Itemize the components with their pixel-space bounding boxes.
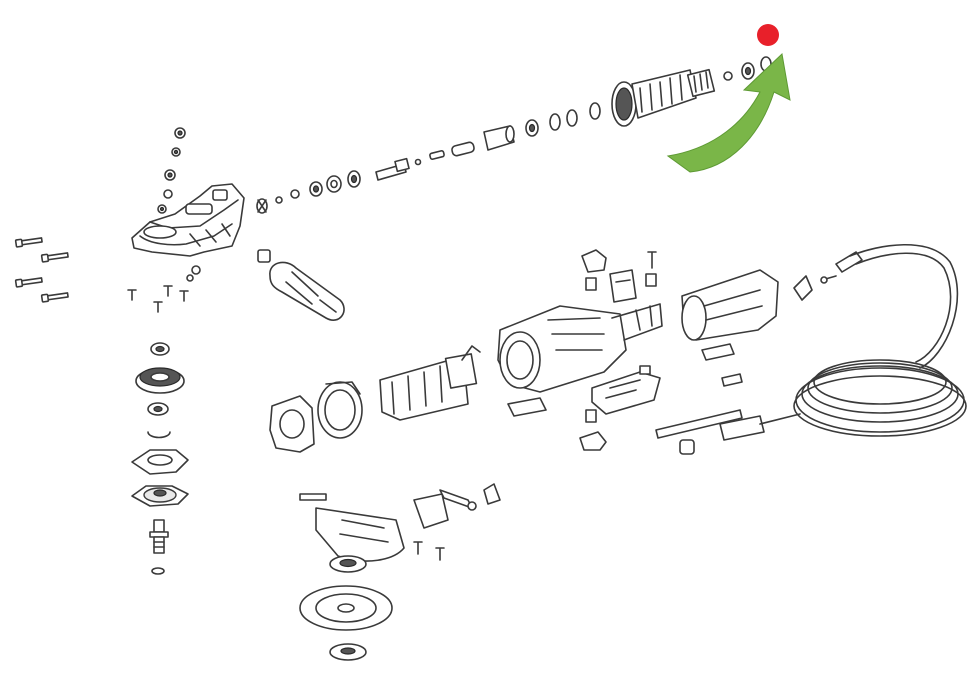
cord-sleeve [655, 373, 801, 455]
guard-clamp-parts [413, 483, 501, 561]
inner-flange [329, 555, 367, 573]
shaft-row-parts [256, 102, 601, 214]
red-dot-marker-icon [757, 24, 779, 46]
motor-housing [497, 303, 663, 393]
wheel-guard [299, 493, 405, 562]
small-screws [127, 265, 201, 313]
brush-plate [269, 395, 315, 453]
clamping-nut [329, 643, 367, 661]
stator-field [379, 345, 481, 421]
power-cord [793, 244, 967, 437]
fan-baffle [317, 381, 363, 439]
grinding-disc [299, 585, 393, 631]
switch-components [579, 249, 661, 451]
cable-clamp [793, 275, 837, 301]
insulation-strip [507, 397, 547, 417]
spindle-stack [131, 342, 189, 575]
handle-label [701, 343, 735, 361]
rear-handle-cover [681, 269, 779, 341]
curved-arrow-icon [666, 52, 791, 173]
side-handle [257, 249, 345, 321]
bevel-gear [135, 367, 185, 394]
gear-head-housing [131, 183, 245, 257]
long-screws [14, 237, 69, 303]
gear-head-screws [157, 127, 186, 214]
